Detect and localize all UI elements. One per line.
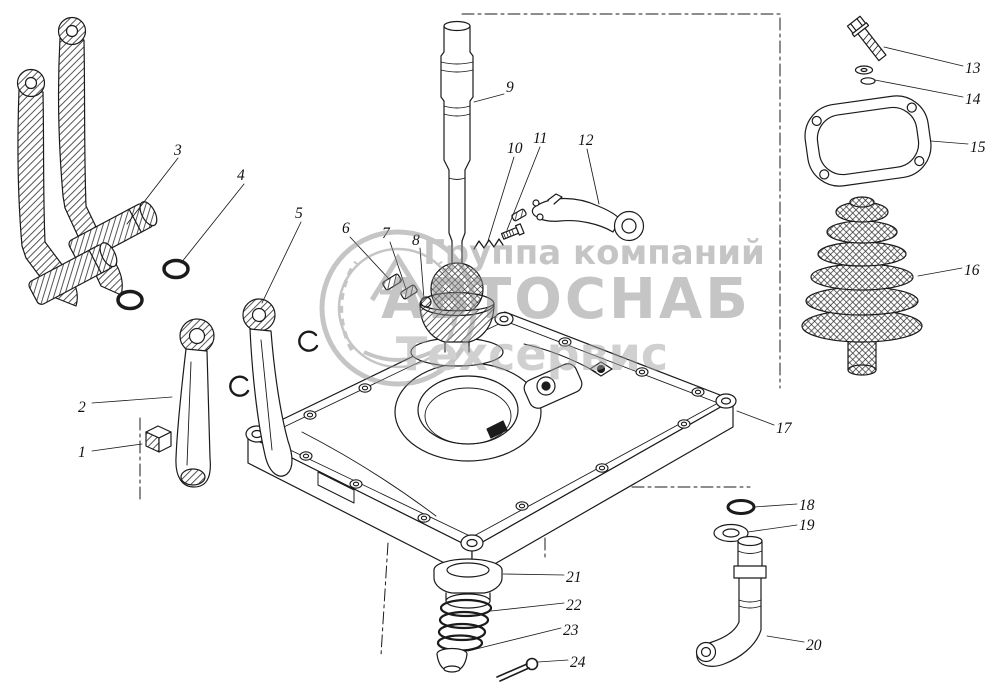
callout-17: 17 [776,420,793,437]
part-adjuster-spring-screw [473,223,525,250]
callout-14: 14 [965,91,981,108]
part-cotter-pin [496,657,539,682]
callout-13: 13 [965,60,981,77]
callout-15: 15 [970,139,986,156]
watermark-line2: АВТОСНАБ [381,267,751,332]
callout-2: 2 [78,399,86,416]
part-coil-spring [436,598,493,652]
part-lever-shaft [695,535,767,667]
part-fork-lever [175,318,215,488]
callout-5: 5 [295,205,303,222]
part-washer-flat [713,523,749,543]
callout-3: 3 [173,142,182,159]
callout-18: 18 [799,497,815,514]
callout-19: 19 [799,517,815,534]
callout-6: 6 [342,220,350,237]
part-flanged-cap [433,558,503,609]
callout-23: 23 [563,622,579,639]
part-upper-lever [511,193,645,242]
callout-20: 20 [806,637,822,654]
part-spring-cup [436,647,468,673]
callout-16: 16 [964,262,980,279]
leader-lines [91,46,969,663]
part-lever-arm-upper [57,16,123,296]
callout-22: 22 [566,597,582,614]
part-circlips [229,330,319,397]
callout-21: 21 [566,569,582,586]
part-lever-5 [242,298,293,477]
callout-10: 10 [507,140,523,157]
watermark: Группа компаний АВТОСНАБ Техсервис [319,229,765,387]
part-block [145,425,172,453]
callout-11: 11 [533,130,547,147]
part-gasket [804,95,932,187]
part-roller-pins [28,201,158,305]
callout-9: 9 [506,79,514,96]
callout-1: 1 [78,444,86,461]
part-rubber-boot [801,196,923,376]
callout-8: 8 [412,232,420,249]
part-o-rings [116,258,190,311]
watermark-line1: Группа компаний [423,233,765,273]
callout-4: 4 [237,167,245,184]
part-lever-arm-lower [16,68,78,307]
callout-12: 12 [578,132,594,149]
watermark-logo [319,229,477,387]
part-bolt [846,15,887,62]
watermark-line3: Техсервис [396,327,668,381]
callout-24: 24 [570,654,586,671]
part-washer-small [854,65,876,85]
